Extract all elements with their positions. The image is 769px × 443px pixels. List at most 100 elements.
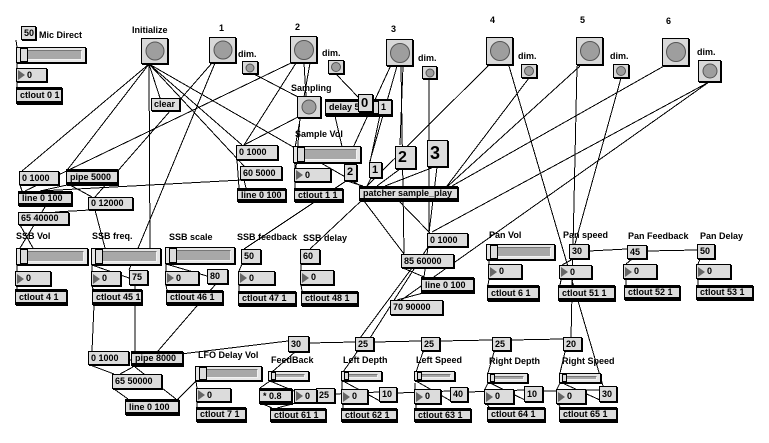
numbox-pan-vol[interactable]: 0 [488, 264, 522, 279]
number-sample-2-big[interactable]: 2 [395, 146, 416, 169]
slider-ssb-freq[interactable] [91, 248, 161, 265]
numbox-pan-speed[interactable]: 0 [559, 265, 592, 279]
number-pan-speed[interactable]: 30 [569, 244, 589, 259]
bang-sampling[interactable] [297, 96, 321, 118]
slider-feedback[interactable] [268, 371, 309, 381]
slider-right-speed[interactable] [559, 373, 601, 383]
bang-dim-2[interactable] [328, 60, 344, 74]
numbox-ssb-freq[interactable]: 0 [91, 271, 121, 286]
number-sampling-0[interactable]: 0 [358, 94, 373, 112]
slider-knob[interactable] [417, 372, 422, 380]
numbox-mic-direct[interactable]: 0 [16, 68, 47, 82]
number-sample-3-big[interactable]: 3 [427, 140, 448, 167]
bang-6[interactable] [662, 38, 689, 66]
bang-dim-6[interactable] [698, 60, 721, 82]
number-pan-delay[interactable]: 50 [697, 244, 715, 259]
number-ssb-delay[interactable]: 60 [300, 249, 320, 264]
bang-dim-5[interactable] [613, 64, 629, 78]
object-times-0-8[interactable]: * 0.8 [259, 388, 292, 404]
object-patcher[interactable]: patcher sample_play [359, 186, 458, 201]
message-0-1000-left[interactable]: 0 1000 [19, 171, 59, 185]
message-60-5000[interactable]: 60 5000 [240, 166, 282, 180]
number-feedback-set[interactable]: 25 [316, 388, 335, 403]
number-right-depth-set[interactable]: 10 [524, 386, 543, 402]
numbox-right-depth[interactable]: 0 [484, 389, 514, 404]
bang-dim-4[interactable] [521, 64, 537, 78]
object-ctlout-62-1[interactable]: ctlout 62 1 [341, 408, 397, 422]
object-ctlout-64-1[interactable]: ctlout 64 1 [487, 407, 545, 422]
message-0-1000-pan[interactable]: 0 1000 [427, 233, 468, 247]
number-mic-direct[interactable]: 50 [21, 26, 36, 40]
bang-5[interactable] [576, 37, 603, 65]
numbox-lfo-delay-vol[interactable]: 0 [196, 388, 231, 402]
numbox-pan-feedback[interactable]: 0 [623, 264, 657, 279]
numbox-pan-delay[interactable]: 0 [696, 264, 731, 279]
object-ctlout-52-1[interactable]: ctlout 52 1 [624, 285, 680, 300]
slider-knob[interactable] [199, 367, 207, 380]
numbox-ssb-scale[interactable]: 0 [165, 271, 199, 285]
number-feedback-top[interactable]: 30 [288, 336, 309, 352]
object-ctlout-1-1[interactable]: ctlout 1 1 [294, 188, 343, 202]
slider-knob[interactable] [297, 147, 305, 162]
bang-dim-3[interactable] [422, 66, 437, 79]
number-ssb-feedback[interactable]: 50 [241, 249, 261, 264]
object-ctlout-46-1[interactable]: ctlout 46 1 [166, 290, 223, 305]
bang-3[interactable] [386, 39, 413, 66]
object-ctlout-6-1[interactable]: ctlout 6 1 [487, 285, 539, 301]
slider-lfo-delay-vol[interactable] [195, 366, 262, 381]
message-65-50000[interactable]: 65 50000 [112, 374, 162, 389]
message-70-90000[interactable]: 70 90000 [390, 300, 443, 315]
slider-knob[interactable] [20, 249, 28, 264]
numbox-sample-vol[interactable]: 0 [294, 168, 331, 182]
message-65-40000[interactable]: 65 40000 [18, 212, 69, 225]
object-pipe-8000[interactable]: pipe 8000 [131, 351, 183, 366]
numbox-feedback[interactable]: 0 [294, 389, 317, 403]
bang-initialize[interactable] [141, 38, 168, 64]
numbox-right-speed[interactable]: 0 [556, 389, 586, 404]
bang-1[interactable] [209, 37, 236, 63]
slider-knob[interactable] [169, 248, 177, 263]
slider-knob[interactable] [562, 374, 567, 382]
slider-ssb-vol[interactable] [16, 248, 88, 265]
slider-left-speed[interactable] [414, 371, 455, 381]
slider-knob[interactable] [344, 372, 349, 380]
number-left-depth-set[interactable]: 10 [379, 387, 397, 402]
number-ssb-scale-set[interactable]: 80 [207, 269, 228, 284]
numbox-left-depth[interactable]: 0 [341, 389, 368, 404]
object-line-0-100-a[interactable]: line 0 100 [18, 191, 72, 206]
object-ctlout-4-1[interactable]: ctlout 4 1 [15, 289, 67, 305]
number-right-depth-top[interactable]: 25 [492, 337, 511, 351]
slider-knob[interactable] [95, 249, 103, 264]
slider-sample-vol[interactable] [293, 146, 361, 163]
slider-knob[interactable] [490, 245, 498, 259]
number-sample-2[interactable]: 2 [344, 164, 357, 181]
slider-mic-direct[interactable] [16, 47, 86, 63]
object-ctlout-51-1[interactable]: ctlout 51 1 [558, 285, 615, 301]
slider-right-depth[interactable] [487, 373, 528, 383]
number-right-speed-top[interactable]: 20 [563, 337, 582, 351]
message-0-1000-sample[interactable]: 0 1000 [236, 145, 278, 160]
object-ctlout-48-1[interactable]: ctlout 48 1 [301, 291, 358, 306]
slider-knob[interactable] [271, 372, 276, 380]
message-0-1000-lfo[interactable]: 0 1000 [88, 351, 129, 365]
message-clear[interactable]: clear [151, 98, 180, 111]
numbox-ssb-vol[interactable]: 0 [15, 271, 51, 286]
numbox-ssb-feedback[interactable]: 0 [238, 271, 275, 285]
object-ctlout-53-1[interactable]: ctlout 53 1 [696, 285, 753, 300]
number-sampling-1[interactable]: 1 [378, 100, 392, 115]
number-sample-1[interactable]: 1 [369, 162, 382, 178]
slider-knob[interactable] [20, 48, 28, 62]
slider-knob[interactable] [490, 374, 495, 382]
bang-2[interactable] [290, 36, 317, 63]
numbox-ssb-delay[interactable]: 0 [300, 270, 334, 285]
object-line-0-100-c[interactable]: line 0 100 [421, 277, 474, 293]
number-ssb-freq-set[interactable]: 75 [129, 270, 148, 285]
numbox-left-speed[interactable]: 0 [414, 389, 441, 404]
message-85-60000[interactable]: 85 60000 [401, 254, 454, 268]
number-pan-feedback[interactable]: 45 [627, 245, 647, 259]
number-left-speed-set[interactable]: 40 [450, 387, 468, 402]
object-ctlout-47-1[interactable]: ctlout 47 1 [238, 291, 296, 306]
slider-ssb-scale[interactable] [165, 247, 235, 264]
bang-4[interactable] [486, 37, 513, 65]
object-ctlout-0-1[interactable]: ctlout 0 1 [16, 87, 62, 104]
